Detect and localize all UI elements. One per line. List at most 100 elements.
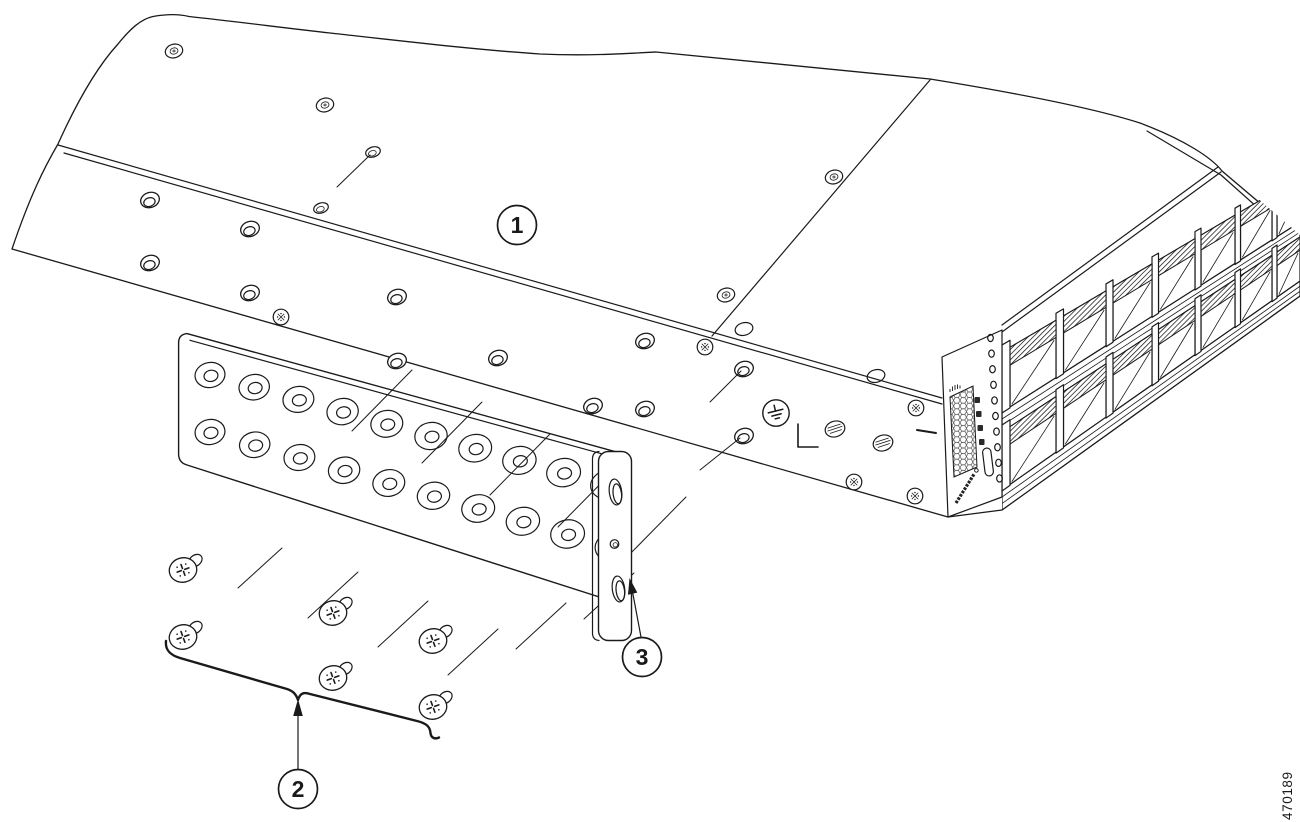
bracket-washer-hole bbox=[194, 418, 226, 446]
base-band-line bbox=[1002, 285, 1300, 498]
qsfp-cage-r1c1 bbox=[1002, 319, 1057, 414]
phillips-recess-icon bbox=[326, 606, 340, 620]
panel-mounting-hole bbox=[734, 427, 754, 445]
cage-wall bbox=[1234, 268, 1242, 329]
cage-wall bbox=[1194, 294, 1202, 357]
callout-3: 3 bbox=[621, 636, 663, 678]
callout-annotations: 1 2 3 bbox=[164, 204, 663, 810]
phillips-recess-icon bbox=[176, 630, 190, 644]
panel-mounting-hole bbox=[387, 288, 407, 306]
front-faceplate bbox=[941, 329, 1003, 518]
qsfp-cage-r2c1 bbox=[1002, 395, 1057, 492]
l-bracket-hole bbox=[609, 539, 620, 549]
panel-screw bbox=[906, 487, 924, 505]
cage-wall bbox=[1194, 227, 1202, 291]
mounting-screw bbox=[168, 553, 203, 583]
phillips-recess-icon bbox=[326, 671, 340, 685]
port-led bbox=[987, 333, 994, 343]
l-bracket-slot-top bbox=[608, 478, 623, 506]
callout-3-arrow-line bbox=[631, 588, 642, 638]
bracket-washer-hole bbox=[502, 445, 537, 475]
panel-mounting-hole bbox=[635, 400, 655, 418]
leader-line bbox=[625, 496, 687, 559]
cage-wall bbox=[1271, 182, 1278, 242]
cage-inner-edge bbox=[1114, 351, 1151, 410]
l-bracket-face bbox=[597, 450, 633, 642]
cage-wall bbox=[1002, 419, 1011, 492]
qsfp-cage-r2c4 bbox=[1151, 304, 1196, 387]
cage-inner-edge bbox=[1065, 309, 1105, 371]
panel-mounting-hole bbox=[488, 349, 508, 367]
leader-line bbox=[351, 369, 413, 432]
bracket-washer-hole bbox=[326, 397, 359, 426]
cover-screw bbox=[315, 97, 335, 113]
cover-screw bbox=[164, 43, 184, 59]
panel-screw bbox=[845, 473, 863, 491]
l-bracket-flange bbox=[591, 450, 600, 642]
panel-mounting-hole bbox=[240, 220, 260, 238]
leader-line bbox=[237, 547, 283, 589]
qsfp-cage-r1c7 bbox=[1271, 176, 1300, 242]
port-led bbox=[989, 365, 996, 374]
port-led bbox=[992, 411, 999, 421]
mounting-screw bbox=[418, 690, 453, 720]
cover-screw bbox=[824, 169, 844, 185]
cage-inner-edge bbox=[1278, 252, 1299, 295]
cage-inner-edge bbox=[1160, 256, 1194, 310]
qsfp-cage-r1c3 bbox=[1105, 263, 1153, 348]
panel-mounting-hole bbox=[387, 352, 407, 370]
bracket-washer-hole bbox=[414, 421, 448, 451]
cage-wall bbox=[1151, 321, 1160, 387]
shelf-band-line bbox=[1002, 226, 1300, 420]
l-bracket-slot-bottom bbox=[611, 575, 626, 603]
cage-inner-edge bbox=[1011, 415, 1055, 482]
callout-1-label: 1 bbox=[511, 212, 524, 238]
port-led bbox=[990, 380, 997, 389]
port-led bbox=[993, 427, 1000, 436]
callout-2-label: 2 bbox=[292, 776, 305, 802]
panel-mounting-hole bbox=[240, 284, 260, 302]
cage-wall bbox=[1234, 204, 1242, 266]
cage-wall bbox=[1105, 279, 1114, 348]
ground-symbol-icon bbox=[762, 399, 790, 427]
cage-wall bbox=[1055, 384, 1065, 454]
bracket-washer-hole bbox=[238, 431, 271, 459]
bracket-washer-hole bbox=[461, 494, 496, 523]
cisco-logo-icon bbox=[949, 384, 961, 392]
bracket-washer-hole bbox=[550, 519, 586, 549]
bracket-washer-hole bbox=[194, 361, 226, 389]
cage-inner-edge bbox=[1065, 382, 1105, 445]
panel-screw bbox=[696, 338, 714, 356]
leader-line bbox=[709, 370, 742, 403]
cage-wall bbox=[1055, 308, 1065, 380]
mounting-screw bbox=[318, 661, 353, 691]
port-led bbox=[994, 443, 1001, 452]
leader-line bbox=[307, 571, 359, 619]
port-led bbox=[995, 458, 1002, 467]
l-bracket-hole-inner bbox=[612, 542, 618, 548]
cover-screw bbox=[716, 287, 736, 303]
cage-wall bbox=[1151, 252, 1160, 318]
cage-wall bbox=[1105, 351, 1114, 419]
phillips-recess-icon bbox=[426, 700, 440, 714]
base-band-line bbox=[1002, 290, 1300, 505]
usb-port bbox=[982, 447, 994, 477]
leader-line bbox=[447, 628, 499, 676]
bracket-washer-hole bbox=[282, 385, 315, 413]
threaded-hole bbox=[872, 434, 894, 452]
port-led bbox=[988, 349, 995, 358]
mounting-screws bbox=[168, 553, 453, 720]
port-led bbox=[996, 474, 1003, 483]
callout-2: 2 bbox=[277, 768, 319, 810]
vent-grille bbox=[949, 385, 978, 478]
emi-gasket bbox=[1276, 176, 1300, 206]
port-led-column bbox=[987, 333, 1003, 483]
leader-line bbox=[336, 154, 371, 188]
cage-inner-edge bbox=[1202, 232, 1234, 283]
leader-line bbox=[489, 433, 551, 496]
bracket-washer-hole bbox=[458, 433, 493, 463]
qsfp-cage-r2c7 bbox=[1271, 236, 1300, 303]
figure-number: 470189 bbox=[1280, 771, 1295, 820]
